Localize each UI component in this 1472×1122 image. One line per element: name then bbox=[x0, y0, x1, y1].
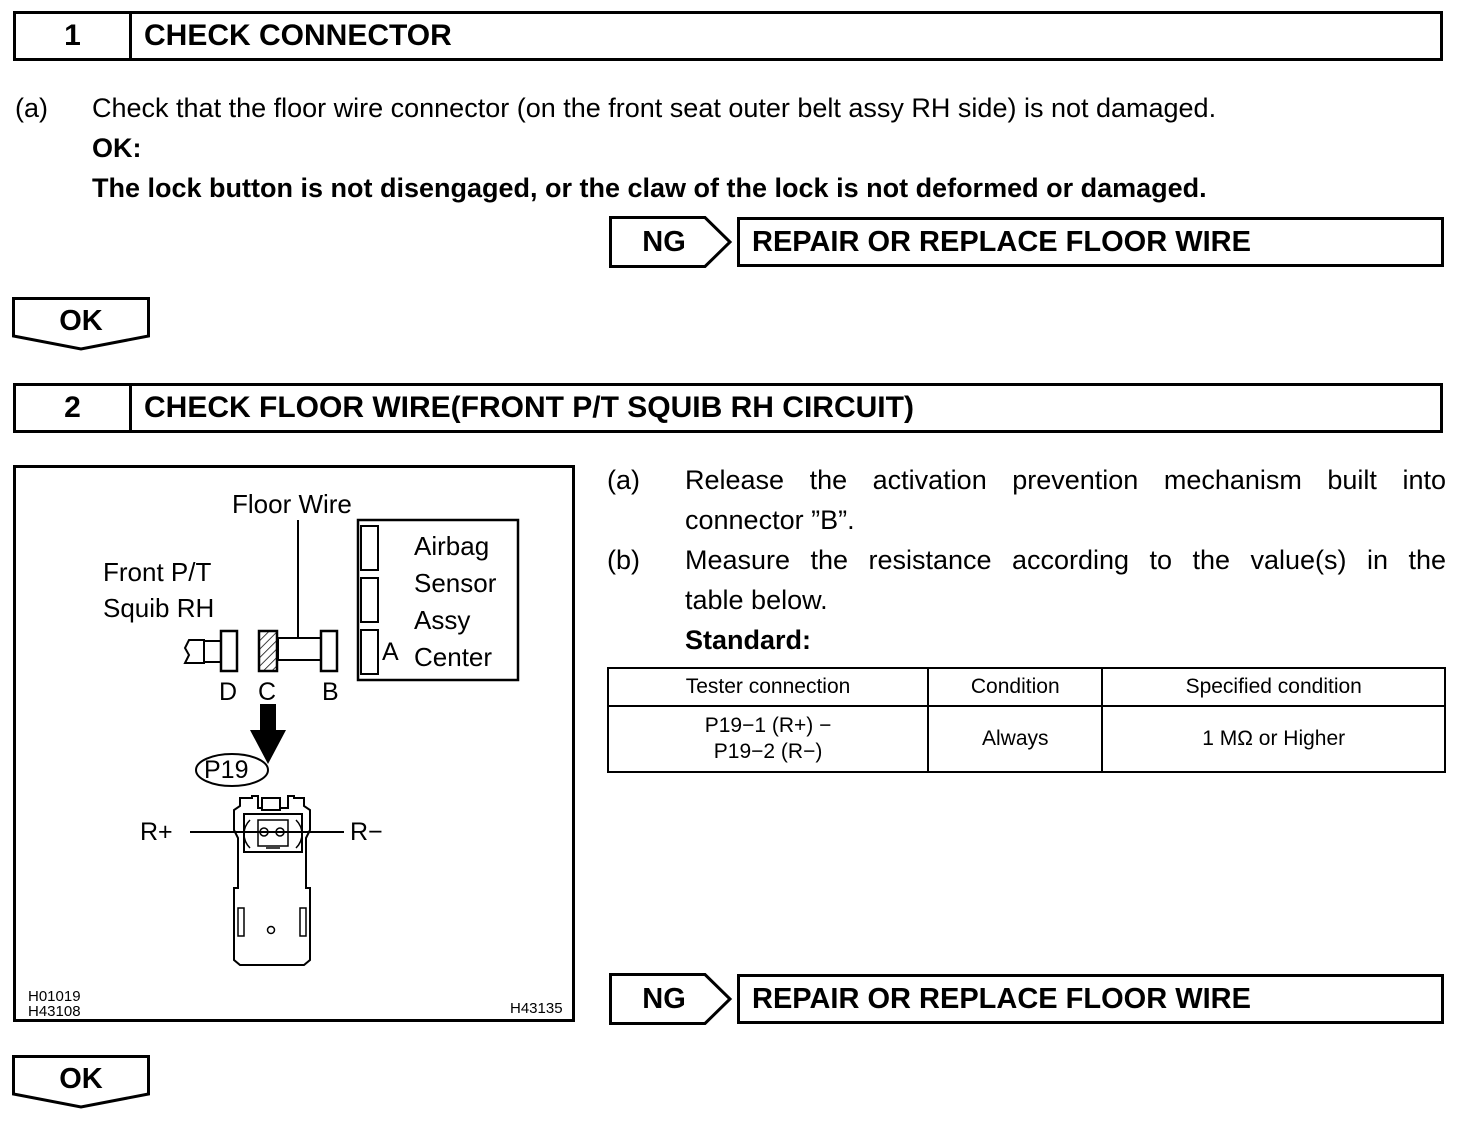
squib-label-line1: Front P/T bbox=[103, 557, 212, 587]
instruction-text: Check that the floor wire connector (on … bbox=[92, 93, 1217, 123]
condition-cell: Always bbox=[927, 705, 1104, 773]
item-marker: (b) bbox=[607, 545, 640, 575]
connector-id-label: P19 bbox=[204, 756, 249, 784]
airbag-sensor-box bbox=[356, 518, 520, 682]
ng-tag: NG bbox=[609, 973, 733, 1025]
ok-tag: OK bbox=[12, 297, 150, 351]
connector-a-label: A bbox=[382, 638, 399, 666]
ng-action: REPAIR OR REPLACE FLOOR WIRE bbox=[737, 974, 1444, 1024]
r-plus-label: R+ bbox=[140, 818, 173, 846]
airbag-label-line3: Assy bbox=[414, 605, 471, 635]
ok-arrow-shape bbox=[12, 1055, 150, 1109]
standard-label: Standard: bbox=[685, 625, 812, 655]
floor-wire-label: Floor Wire bbox=[232, 489, 352, 519]
table-row: P19−1 (R+) − P19−2 (R−) Always 1 MΩ or H… bbox=[606, 705, 1446, 773]
standard-table: Tester connection Condition Specified co… bbox=[606, 667, 1446, 773]
tester-connection-cell: P19−1 (R+) − P19−2 (R−) bbox=[606, 705, 930, 773]
r-minus-label: R− bbox=[350, 818, 383, 846]
table-header: Tester connection bbox=[606, 667, 930, 707]
table-header: Condition bbox=[927, 667, 1104, 707]
item-marker: (a) bbox=[607, 465, 640, 495]
ok-label: OK bbox=[59, 1062, 103, 1095]
step-title: CHECK CONNECTOR bbox=[144, 19, 452, 52]
connector-c-label: C bbox=[258, 678, 277, 706]
tester-connection-line1: P19−1 (R+) − bbox=[704, 714, 832, 737]
ok-tag: OK bbox=[12, 1055, 150, 1109]
ok-label: OK: bbox=[92, 133, 142, 163]
instruction-text: Release the activation prevention mechan… bbox=[685, 465, 1446, 495]
ok-arrow-shape bbox=[12, 297, 150, 351]
connector-d-label: D bbox=[219, 678, 238, 706]
ng-label: NG bbox=[642, 982, 686, 1015]
specified-condition-cell: 1 MΩ or Higher bbox=[1101, 705, 1446, 773]
squib-label-line2: Squib RH bbox=[103, 593, 215, 623]
connector-figure: Floor Wire Front P/T Squib RH Airbag Sen… bbox=[13, 465, 575, 1022]
instruction-text: Measure the resistance according to the … bbox=[685, 545, 1446, 575]
tester-connection-line2: P19−2 (R−) bbox=[713, 740, 823, 763]
ng-action: REPAIR OR REPLACE FLOOR WIRE bbox=[737, 217, 1444, 267]
step-title: CHECK FLOOR WIRE(FRONT P/T SQUIB RH CIRC… bbox=[144, 391, 914, 424]
instruction-text: connector ”B”. bbox=[685, 505, 855, 535]
step-2-header: 2 CHECK FLOOR WIRE(FRONT P/T SQUIB RH CI… bbox=[13, 383, 1443, 433]
table-header: Specified condition bbox=[1101, 667, 1446, 707]
ng-tag: NG bbox=[609, 216, 733, 268]
ng-arrow-shape bbox=[609, 216, 733, 268]
ng-arrow-shape bbox=[609, 973, 733, 1025]
step-number: 2 bbox=[16, 386, 132, 430]
connector-b-label: B bbox=[322, 678, 339, 706]
figure-code: H01019 bbox=[28, 988, 81, 1005]
ok-criteria: The lock button is not disengaged, or th… bbox=[92, 173, 1207, 203]
figure-code: H43135 bbox=[510, 1000, 563, 1017]
ng-label: NG bbox=[642, 225, 686, 258]
airbag-label-line2: Sensor bbox=[414, 568, 497, 598]
table-header-row: Tester connection Condition Specified co… bbox=[606, 667, 1446, 707]
step-1-header: 1 CHECK CONNECTOR bbox=[13, 11, 1443, 61]
figure-code: H43108 bbox=[28, 1003, 81, 1020]
item-marker: (a) bbox=[15, 93, 48, 123]
ok-label: OK bbox=[59, 304, 103, 337]
wiring-diagram bbox=[183, 518, 520, 966]
airbag-label-line1: Airbag bbox=[414, 531, 490, 561]
step-number: 1 bbox=[16, 14, 132, 58]
instruction-text: table below. bbox=[685, 585, 828, 615]
airbag-label-line4: Center bbox=[414, 642, 493, 672]
